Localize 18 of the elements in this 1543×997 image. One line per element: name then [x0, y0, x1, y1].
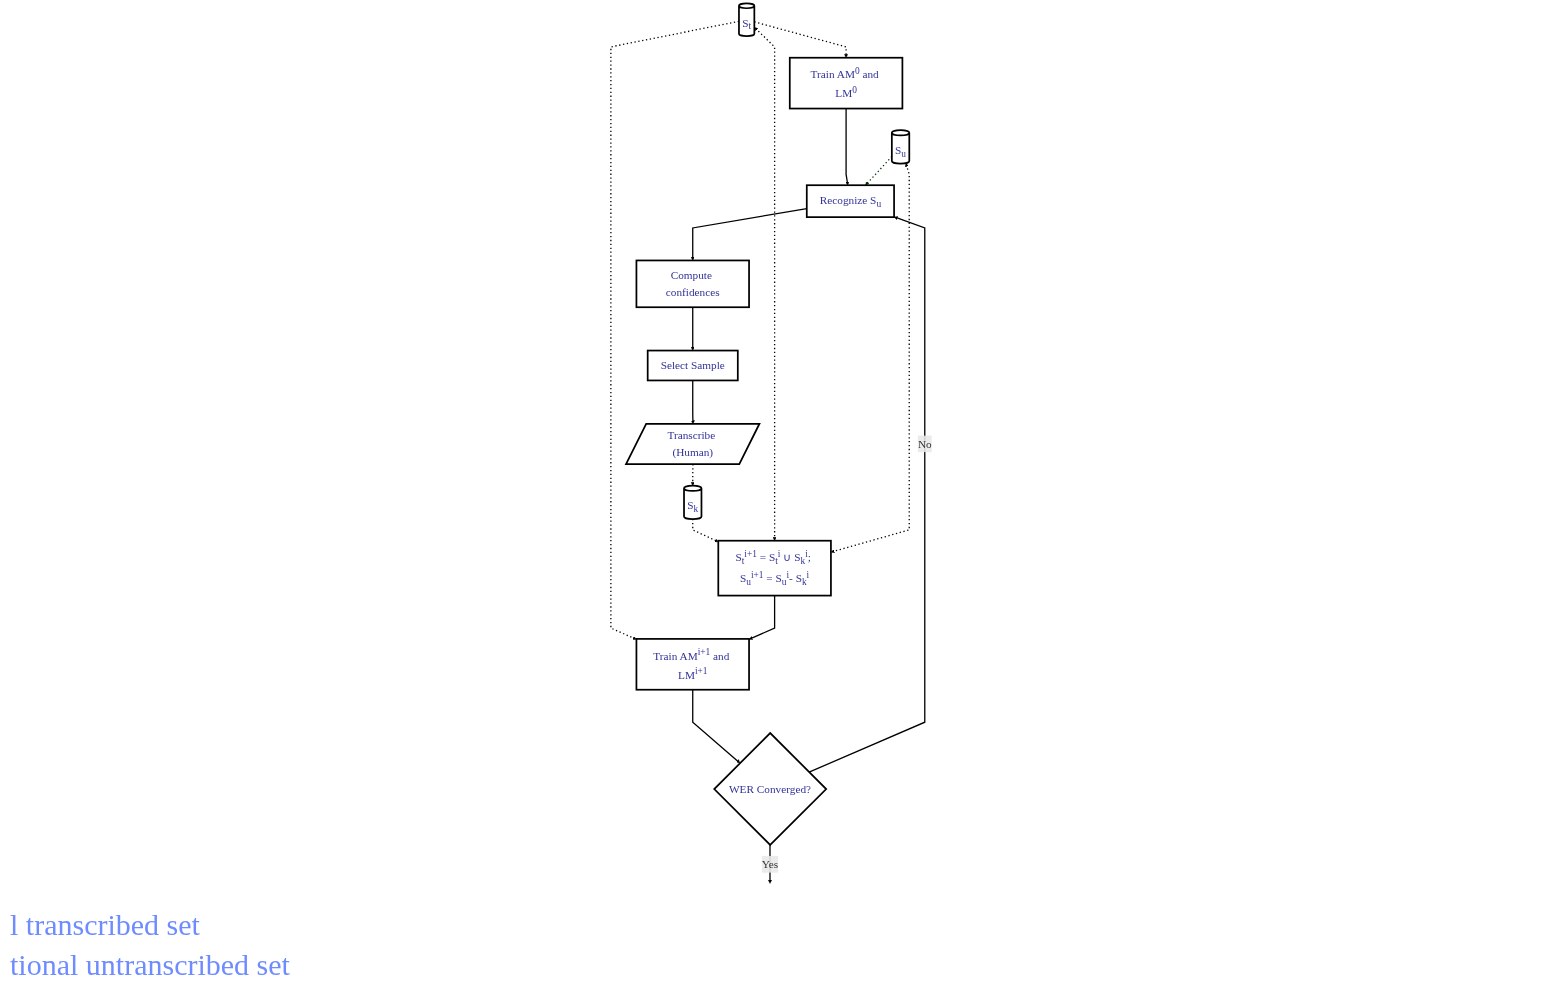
edge-label: No	[918, 437, 932, 451]
node-diamond: WER Converged?	[713, 731, 828, 847]
arrow	[845, 107, 850, 186]
arrow	[754, 27, 777, 541]
note-text: l transcribed set	[10, 907, 201, 943]
note-text: tional untranscribed set	[10, 947, 290, 983]
arrow	[691, 207, 808, 261]
node-box: Train AM$^{i+1}$ and LM$^{i+1}$	[635, 638, 751, 691]
arrow	[808, 216, 926, 773]
arrow	[749, 594, 776, 640]
arrow	[691, 306, 695, 351]
node-box: Select Sample	[647, 349, 739, 382]
node-box: Train AM$^{0}$ and LM$^{0}$	[789, 56, 904, 110]
arrow	[831, 163, 911, 554]
node-box: Recognize S$_{u}$	[806, 184, 896, 218]
edge-label: Yes	[762, 857, 779, 871]
arrow	[692, 689, 741, 764]
node-box: Compute confidences	[635, 259, 751, 309]
